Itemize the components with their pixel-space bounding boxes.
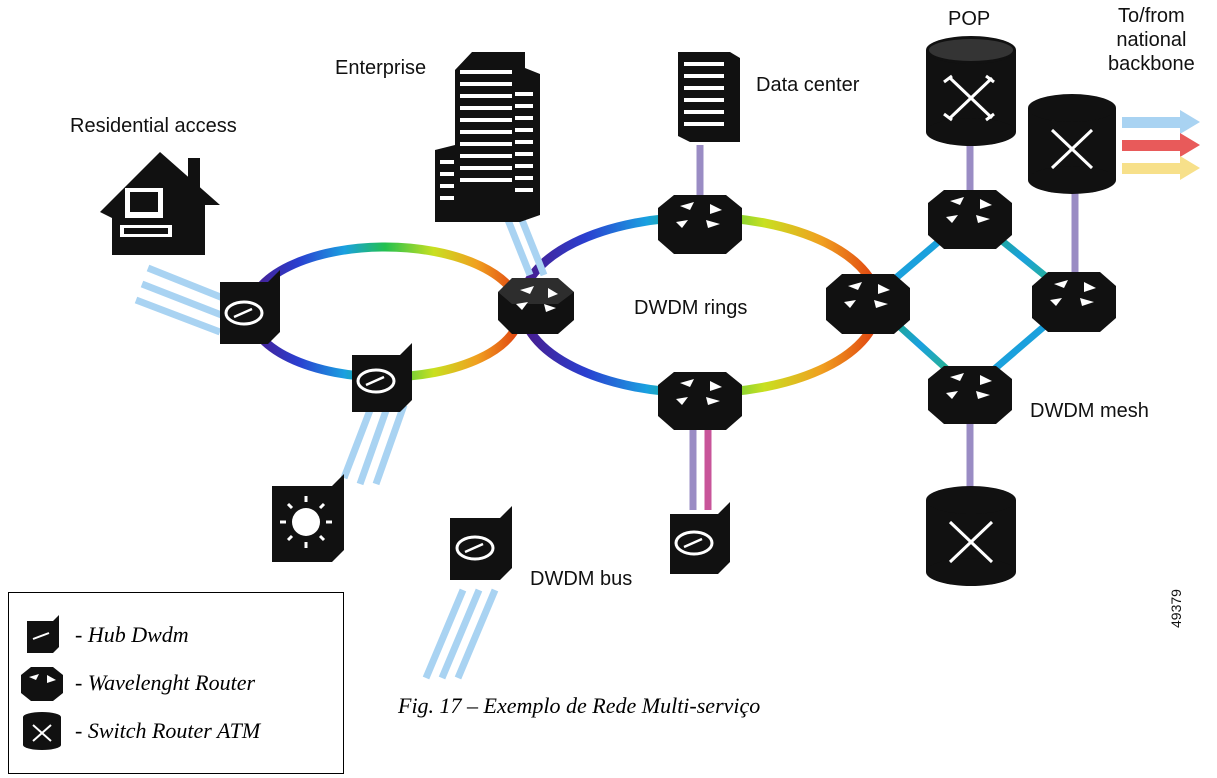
legend-item-switch-router-atm: - Switch Router ATM — [19, 711, 260, 751]
national-backbone-line-2: national — [1116, 29, 1187, 51]
enterprise-label: Enterprise — [335, 57, 427, 79]
wavelength-router-ring-junction — [498, 278, 574, 334]
wavelength-router-ring-mesh-junction — [826, 274, 910, 334]
legend-item-wavelength-router: - Wavelenght Router — [19, 663, 255, 703]
hub-dwdm-node-left — [220, 270, 280, 344]
wavelength-router-mesh-right — [1032, 272, 1116, 332]
switch-router-atm-icon — [23, 712, 61, 750]
backbone-arrows — [1122, 110, 1200, 180]
hub-dwdm-node-lower — [352, 343, 412, 412]
hub-dwdm-node-bus-right — [670, 502, 730, 574]
residential-access-label: Residential access — [70, 115, 237, 137]
figure-caption: Fig. 17 – Exemplo de Rede Multi-serviço — [398, 693, 761, 718]
data-center-building-icon — [678, 52, 740, 142]
pop-label: POP — [948, 8, 991, 30]
switch-router-atm-backbone — [1028, 94, 1116, 194]
access-fibers — [134, 218, 548, 680]
legend-item-hub-dwdm: - Hub Dwdm — [19, 615, 189, 655]
dwdm-mesh-label: DWDM mesh — [1030, 400, 1149, 422]
residential-house-icon — [100, 152, 220, 255]
national-backbone-line-3: backbone — [1108, 53, 1195, 75]
wavelength-router-icon — [21, 667, 63, 701]
hub-dwdm-node-bus-left — [450, 506, 512, 580]
dwdm-rings-label: DWDM rings — [634, 297, 748, 319]
switch-router-atm-bottom — [926, 486, 1016, 586]
wavelength-router-mesh-top — [928, 190, 1012, 249]
legend-wavelength-router-text: - Wavelenght Router — [75, 670, 256, 695]
wavelength-router-mesh-bottom — [928, 366, 1012, 424]
figure-number: 49379 — [1168, 589, 1184, 628]
legend-hub-dwdm-text: - Hub Dwdm — [75, 622, 189, 647]
wavelength-router-top — [658, 195, 742, 254]
national-backbone-label: To/from national backbone — [1108, 4, 1195, 76]
wavelength-router-bottom — [658, 372, 742, 430]
switch-star-node — [272, 474, 344, 562]
dwdm-bus-label: DWDM bus — [530, 568, 633, 590]
data-center-label: Data center — [756, 74, 860, 96]
legend: - Hub Dwdm - Wavelenght Router - Switch … — [8, 592, 344, 774]
enterprise-building-icon — [435, 52, 540, 222]
national-backbone-line-1: To/from — [1118, 5, 1185, 27]
hub-dwdm-icon — [27, 615, 59, 653]
switch-router-atm-pop — [926, 36, 1016, 146]
legend-switch-router-atm-text: - Switch Router ATM — [75, 718, 261, 743]
